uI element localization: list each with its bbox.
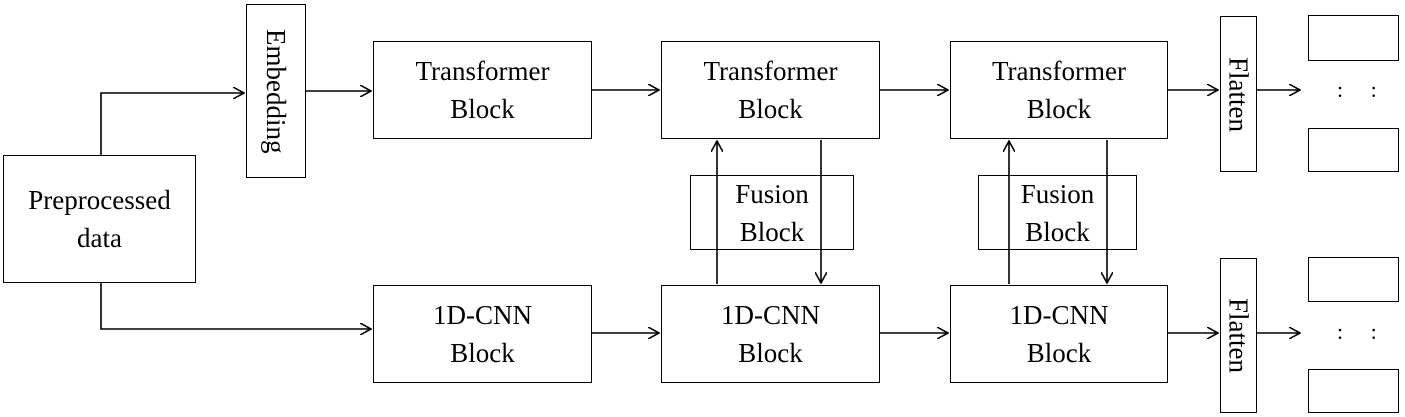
preprocessed-data-node: Preprocessed data — [3, 155, 196, 283]
fusion-1-label-line-1: Fusion — [735, 178, 809, 209]
cnn-3-label-line-2: Block — [1026, 338, 1092, 368]
cnn-1-label-line-1: 1D-CNN — [433, 300, 532, 330]
cnn-1-label-line-2: Block — [450, 338, 515, 368]
cnn-2-label-line-1: 1D-CNN — [721, 300, 820, 330]
transformer-3-label-line-1: Transformer — [992, 56, 1126, 86]
output-bottom-cell-2 — [1308, 369, 1399, 413]
fusion-2-label-line-1: Fusion — [1020, 178, 1095, 209]
transformer-3-label-line-2: Block — [1026, 94, 1092, 124]
flatten-top-node: Flatten — [1220, 16, 1257, 172]
output-top-ellipsis: : : — [1337, 77, 1388, 102]
cnn-block-3: 1D-CNN Block — [950, 285, 1168, 383]
preprocessed-label-line-2: data — [77, 223, 122, 253]
arrow-preprocessed-to-cnn-1 — [100, 282, 371, 329]
transformer-1-label-line-1: Transformer — [415, 56, 550, 86]
output-top-cell-2 — [1308, 128, 1399, 172]
flatten-bottom-node: Flatten — [1220, 258, 1257, 413]
fusion-1-label-line-2: Block — [739, 216, 805, 247]
transformer-2-label-line-2: Block — [738, 94, 803, 124]
arrow-preprocessed-to-embedding — [100, 93, 244, 155]
flatten-top-label: Flatten — [1223, 56, 1254, 132]
transformer-block-2: Transformer Block — [661, 41, 880, 139]
flatten-bottom-label: Flatten — [1223, 298, 1254, 373]
embedding-label: Embedding — [261, 28, 291, 154]
cnn-block-1: 1D-CNN Block — [373, 285, 592, 383]
fusion-2-label-line-2: Block — [1025, 216, 1090, 247]
cnn-block-2: 1D-CNN Block — [661, 285, 880, 383]
fusion-block-1: Fusion Block — [690, 175, 854, 250]
embedding-node: Embedding — [246, 4, 306, 178]
output-bottom-cell-1 — [1308, 257, 1399, 302]
transformer-2-label-line-1: Transformer — [703, 56, 838, 86]
cnn-3-label-line-1: 1D-CNN — [1009, 300, 1109, 330]
cnn-2-label-line-2: Block — [738, 338, 803, 368]
transformer-block-1: Transformer Block — [373, 41, 592, 139]
output-bottom-ellipsis: : : — [1337, 319, 1388, 344]
fusion-block-2: Fusion Block — [978, 175, 1137, 250]
output-top-cell-1 — [1308, 15, 1399, 61]
transformer-block-3: Transformer Block — [950, 41, 1168, 139]
preprocessed-label-line-1: Preprocessed — [28, 185, 171, 215]
transformer-1-label-line-2: Block — [450, 94, 515, 124]
